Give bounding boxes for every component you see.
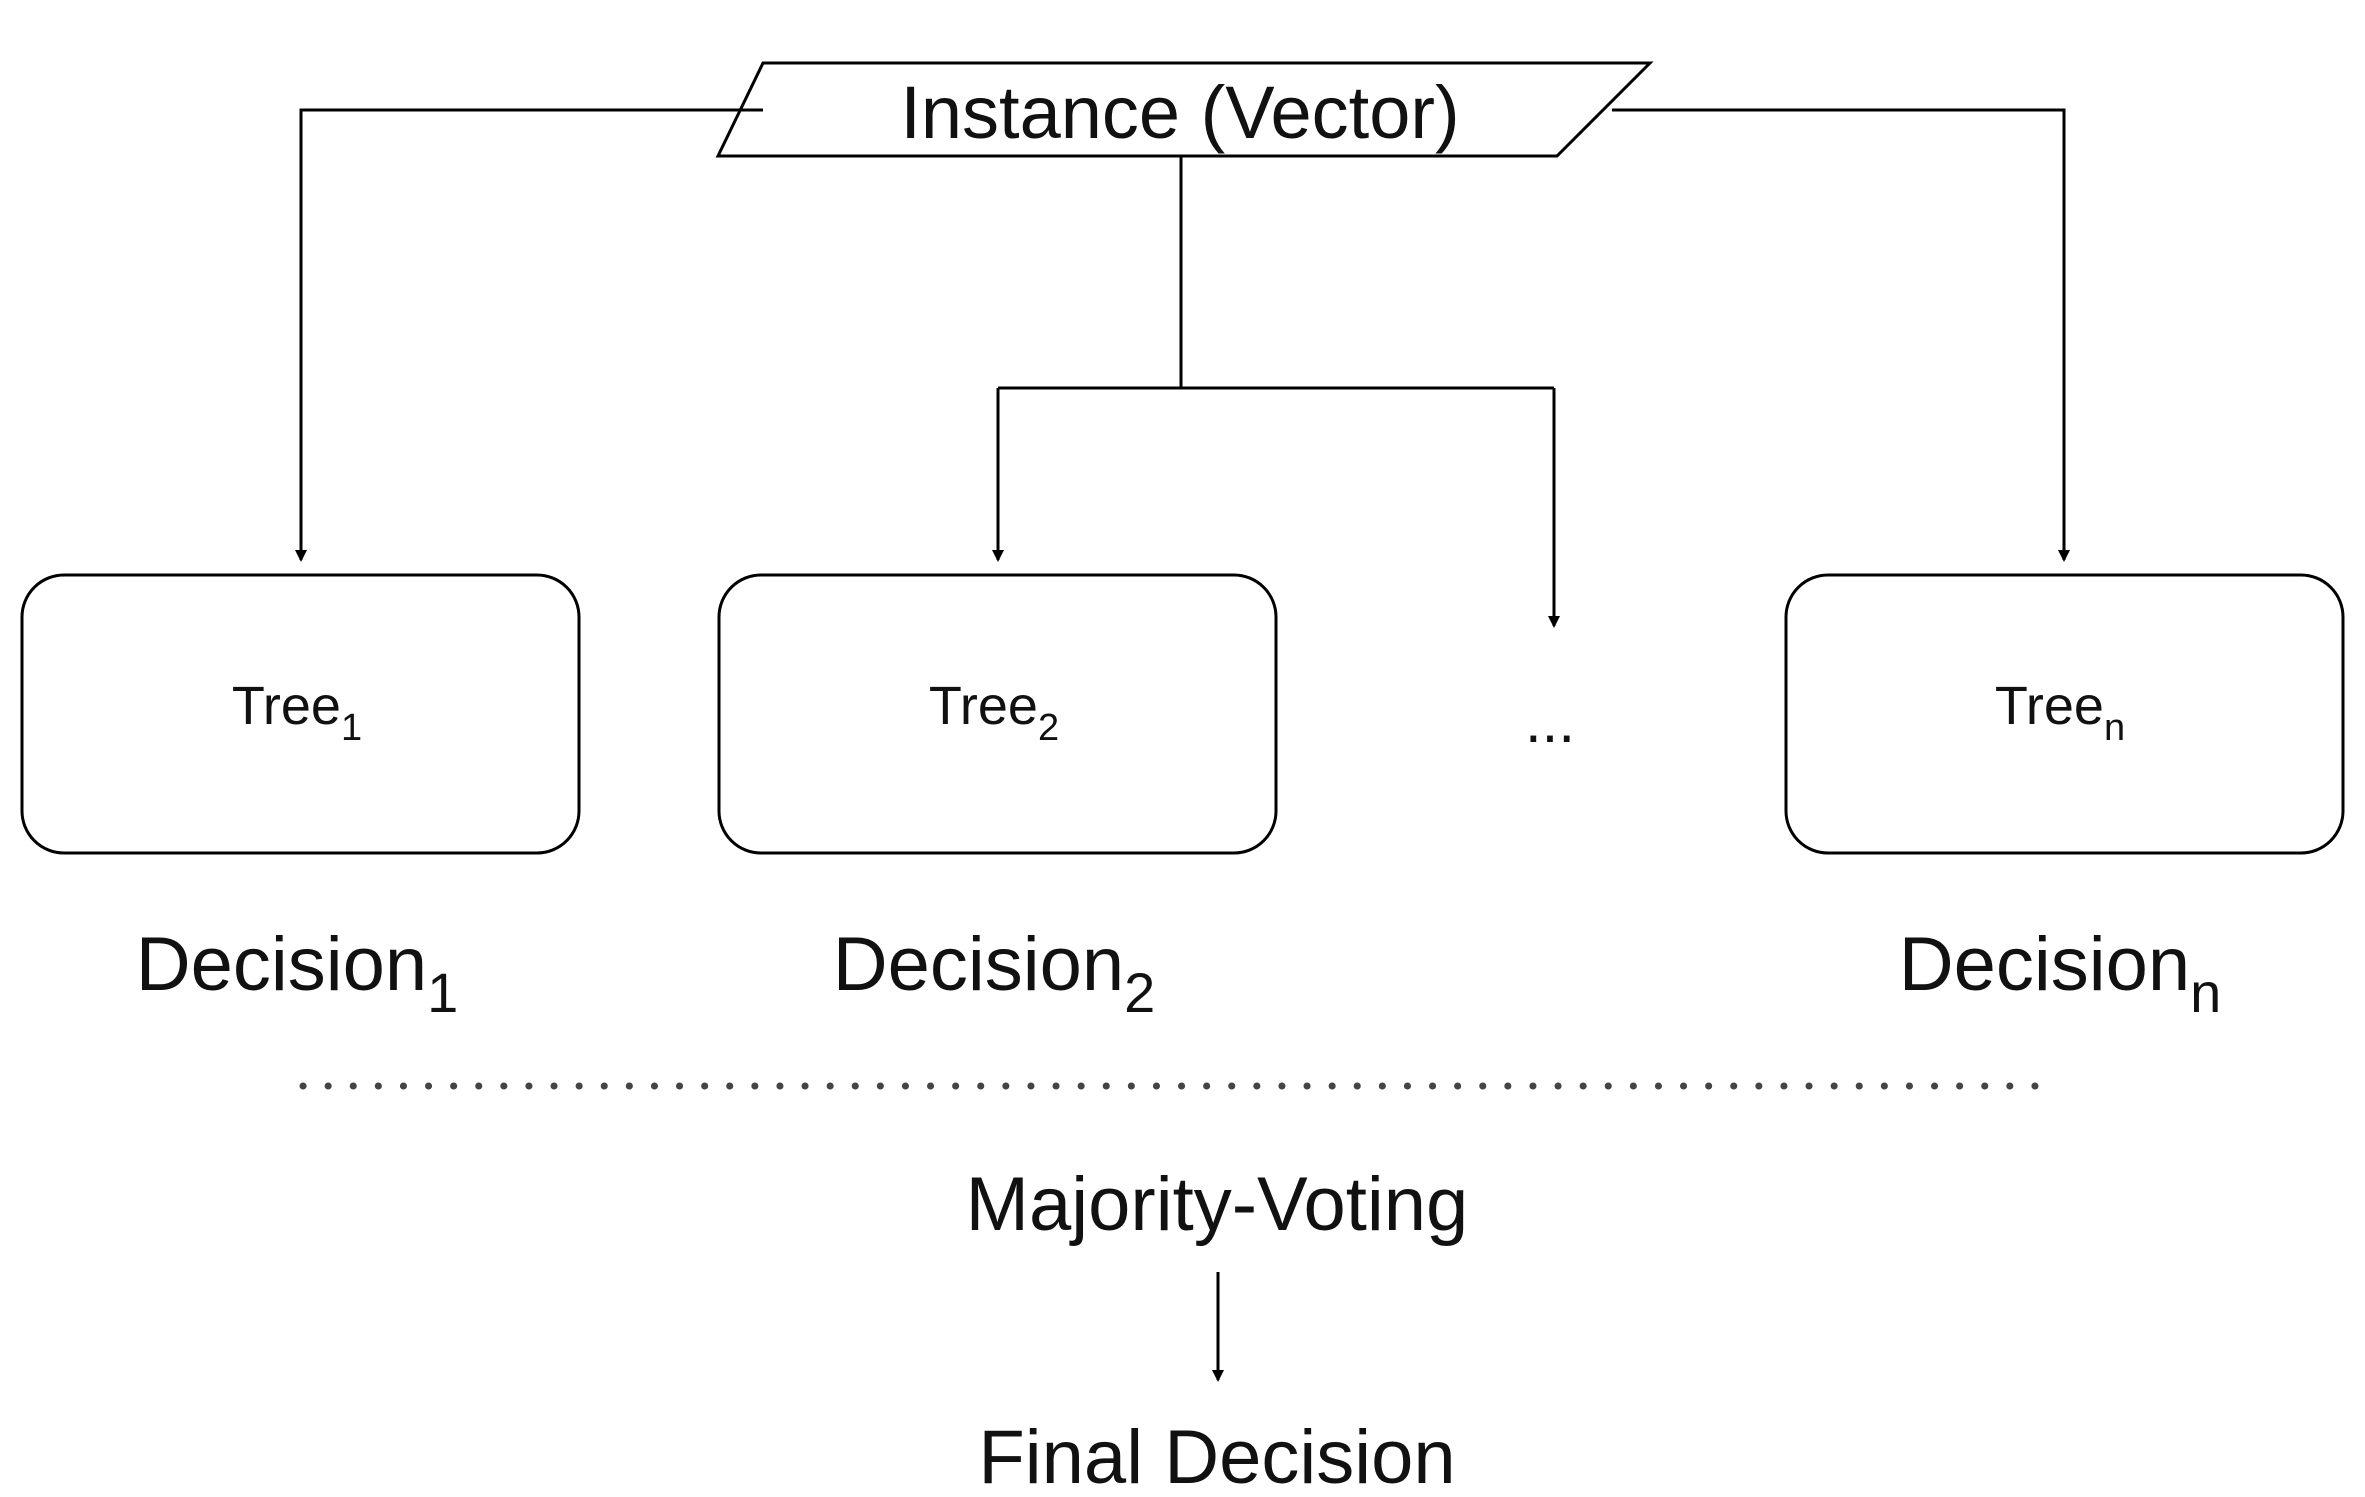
majority-voting-label: Majority-Voting bbox=[966, 1162, 1469, 1247]
edge-input-treen bbox=[1612, 108, 2070, 562]
input-node: Instance (Vector) bbox=[715, 61, 1654, 158]
tree-node-2: Tree2 bbox=[717, 573, 1278, 855]
tree-label-1: Tree1 bbox=[232, 676, 362, 749]
input-parallelogram bbox=[715, 61, 1654, 158]
tree-node-n: Treen bbox=[1784, 573, 2345, 855]
tree-label-n: Treen bbox=[1995, 676, 2125, 749]
tree-label-2: Tree2 bbox=[929, 676, 1059, 749]
decision-label-1: Decision1 bbox=[136, 922, 459, 1024]
tree-box-1 bbox=[20, 573, 581, 855]
edge-input-tree1 bbox=[295, 108, 763, 562]
input-label: Instance (Vector) bbox=[900, 71, 1459, 154]
tree-box-n bbox=[1784, 573, 2345, 855]
decision-label-n: Decisionn bbox=[1899, 922, 2222, 1024]
connectors bbox=[295, 108, 2070, 628]
tree-node-1: Tree1 bbox=[20, 573, 581, 855]
ellipsis-label: ... bbox=[1525, 688, 1575, 755]
final-decision-label: Final Decision bbox=[978, 1415, 1455, 1497]
tree-box-2 bbox=[717, 573, 1278, 855]
decision-label-2: Decision2 bbox=[833, 922, 1156, 1024]
